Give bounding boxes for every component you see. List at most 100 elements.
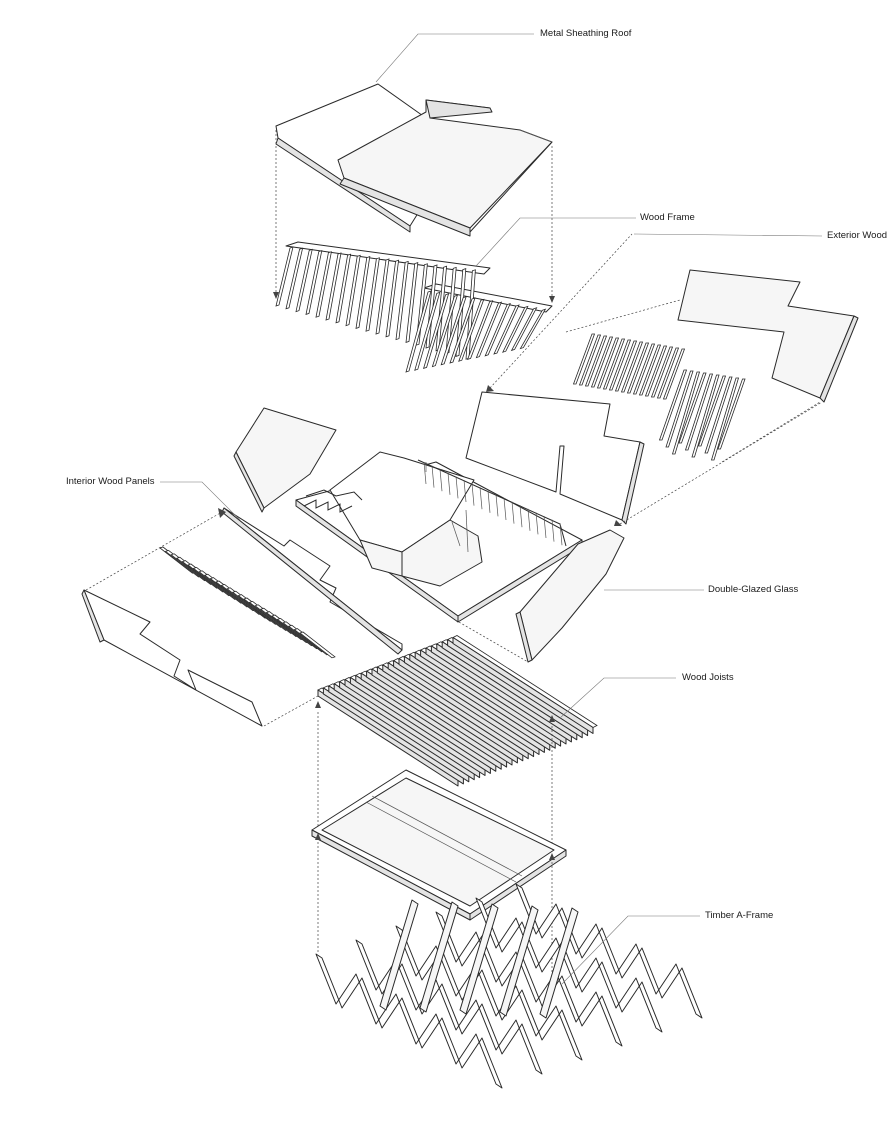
exterior-slat	[684, 373, 714, 451]
exterior-slat	[717, 378, 746, 450]
exterior-slat	[644, 345, 668, 397]
rail-post	[463, 479, 467, 503]
timber-a-frame	[315, 883, 703, 1089]
rafter	[375, 258, 390, 335]
label-double-glazed-glass: Double-Glazed Glass	[708, 584, 799, 595]
rafter	[395, 260, 409, 341]
exterior-slat	[665, 370, 694, 448]
label-wood-frame: Wood Frame	[640, 212, 695, 223]
rafter	[285, 247, 304, 310]
rafter	[502, 305, 529, 353]
rafter	[440, 295, 467, 366]
exterior-slat	[662, 348, 686, 400]
rafter	[458, 298, 485, 362]
interior-wood-panels	[81, 507, 403, 727]
rail-post	[455, 476, 459, 499]
rail-post	[535, 512, 539, 535]
label-timber-a-frame: Timber A-Frame	[705, 910, 774, 921]
rafter	[484, 302, 511, 357]
exterior-slat	[678, 372, 707, 444]
rail-post	[447, 472, 451, 495]
rafter	[519, 308, 547, 350]
rafter	[345, 254, 361, 327]
rafter	[335, 253, 352, 324]
rafter	[466, 300, 494, 361]
rafter	[405, 290, 432, 373]
exterior-slat	[596, 337, 620, 389]
exterior-slat	[584, 335, 608, 387]
rail-post	[471, 483, 475, 506]
interior-wood-slats	[159, 546, 336, 659]
label-wood-joists: Wood Joists	[682, 672, 734, 683]
a-frame-post	[539, 907, 579, 1019]
exterior-slat	[697, 375, 727, 447]
joist-side	[452, 637, 594, 734]
cabin-core	[233, 407, 583, 623]
rail-post	[527, 508, 531, 531]
rafter	[355, 256, 371, 329]
rafter	[431, 294, 459, 368]
rail-post	[423, 461, 427, 485]
metal-sheathing-roof	[273, 83, 555, 303]
exterior-slat	[710, 377, 740, 461]
exterior-slat	[578, 334, 602, 386]
exterior-wood-slats	[572, 333, 746, 461]
exterior-slat	[608, 339, 632, 391]
a-frame-chord	[395, 925, 583, 1061]
rail-post	[559, 523, 563, 546]
exterior-slat	[658, 369, 688, 441]
rafter	[275, 246, 294, 307]
exterior-slat	[602, 338, 626, 390]
rafter	[325, 252, 342, 321]
rail-post	[503, 497, 507, 521]
rafter	[475, 301, 503, 359]
rail-post	[519, 505, 523, 528]
exterior-slat	[590, 336, 614, 388]
rail-post	[543, 515, 547, 539]
rail-post	[511, 501, 515, 524]
exterior-slat	[632, 343, 656, 395]
interior-slat	[299, 631, 336, 659]
exterior-slat	[691, 374, 720, 458]
wood-joists	[317, 635, 598, 787]
rafter	[449, 297, 476, 364]
rafter	[295, 248, 313, 313]
label-interior-wood-panels: Interior Wood Panels	[66, 476, 155, 487]
rafter	[365, 257, 380, 332]
rafter	[305, 250, 323, 315]
rafter	[510, 307, 538, 352]
rail-post	[487, 490, 491, 513]
rail-post	[439, 469, 443, 492]
a-frame-post	[419, 901, 459, 1013]
exterior-slat	[671, 371, 701, 455]
exterior-slat	[650, 346, 674, 398]
rafter	[422, 293, 450, 370]
joist-drop-lines	[315, 701, 555, 852]
rafter	[414, 291, 441, 371]
rafter	[385, 259, 400, 338]
rail-post	[495, 494, 499, 517]
exterior-wood-cladding	[465, 233, 859, 526]
label-exterior-wood: Exterior Wood	[827, 230, 888, 241]
wood-frame-rafters	[275, 241, 553, 373]
leader-lines	[160, 33, 823, 985]
rafter	[315, 251, 332, 318]
exterior-slat	[656, 347, 680, 399]
rail-post	[551, 519, 555, 542]
a-frame-post	[499, 905, 539, 1017]
label-metal-sheathing-roof: Metal Sheathing Roof	[540, 28, 632, 39]
a-frame-post	[459, 903, 499, 1015]
rail-post	[479, 487, 483, 510]
exterior-slat	[704, 376, 733, 454]
rail-post	[431, 465, 435, 488]
a-frame-chord	[315, 953, 503, 1089]
double-glazed-glass	[451, 529, 625, 663]
rafter	[405, 262, 419, 343]
exterior-slat	[614, 340, 638, 392]
exterior-slat	[626, 342, 650, 394]
rafter	[493, 304, 520, 355]
exterior-slat	[638, 344, 662, 396]
exterior-slat	[620, 341, 644, 393]
